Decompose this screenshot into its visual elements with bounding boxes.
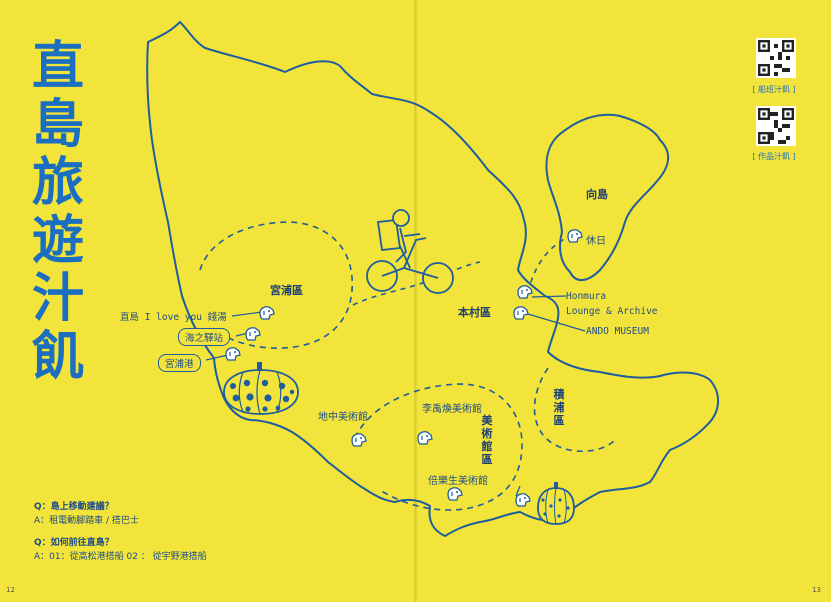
page-number-right: 13 <box>812 586 821 594</box>
miyanoura-area-label: 宮浦區 <box>270 284 303 297</box>
tsumiura-area-label: 積浦區 <box>553 388 565 427</box>
honmura-lounge-label-line1: Honmura <box>566 291 607 302</box>
spot-marker-dog-icon[interactable] <box>258 305 276 321</box>
qa-answer: A：租電動腳踏車 / 搭巴士 <box>34 516 139 526</box>
museum-zone-boundary <box>354 383 523 511</box>
miyanoura-port-label: 宮浦港 <box>158 354 201 372</box>
qa-answer: A：01：從高松港搭船 02 ： 從宇野港搭船 <box>34 552 207 562</box>
qa-block-access: Q：如何前往直島？ A：01：從高松港搭船 02 ： 從宇野港搭船 <box>34 536 207 564</box>
pumpkin-sculpture-benesse <box>537 482 575 525</box>
spot-marker-dog-icon[interactable] <box>350 432 368 448</box>
umi-no-eki-label: 海之驛站 <box>178 328 231 346</box>
lee-ufan-museum-label: 李禹煥美術館 <box>422 404 482 415</box>
honmura-lounge-label-line2: Lounge & Archive <box>566 306 658 317</box>
works-info-caption: [ 作品汁飢 ] <box>752 152 796 161</box>
tsumiura-zone-boundary <box>533 367 616 452</box>
museum-area-label: 美術館區 <box>481 414 493 466</box>
spot-marker-dog-icon[interactable] <box>446 486 464 502</box>
title-char: 直 <box>31 37 84 97</box>
mukaijima-area-label: 向島 <box>586 188 608 201</box>
spot-marker-dog-icon[interactable] <box>512 305 530 321</box>
spot-marker-dog-icon[interactable] <box>244 326 262 342</box>
works-info-qr-code[interactable] <box>756 106 796 146</box>
cyclist-illustration <box>366 209 454 294</box>
ship-schedule-qr-code[interactable] <box>756 38 796 78</box>
kyujitsu-label: 休日 <box>586 236 606 247</box>
spot-marker-dog-icon[interactable] <box>224 346 242 362</box>
miyanoura-zone-boundary <box>199 221 353 349</box>
title-char: 島 <box>31 95 84 155</box>
qa-question: Q：島上移動建議？ <box>34 502 114 512</box>
honmura-area-label: 本村區 <box>458 306 491 319</box>
ando-museum-label: ANDO MUSEUM <box>586 326 649 337</box>
title-char: 遊 <box>31 211 84 271</box>
page-number-left: 12 <box>6 586 15 594</box>
mukaijima-ferry-route <box>527 237 567 293</box>
page-title: 直 島 旅 遊 汁 飢 <box>26 38 90 386</box>
mukaijima-island-outline <box>545 113 669 281</box>
spot-marker-dog-icon[interactable] <box>516 284 534 300</box>
qa-block-transport: Q：島上移動建議？ A：租電動腳踏車 / 搭巴士 <box>34 500 139 528</box>
spot-marker-dog-icon[interactable] <box>416 430 434 446</box>
benesse-house-label: 倍樂生美術館 <box>428 476 488 487</box>
qa-question: Q：如何前往直島？ <box>34 538 114 548</box>
title-char: 飢 <box>31 327 84 387</box>
naoshima-island-outline <box>146 21 719 537</box>
pumpkin-sculpture-miyanoura <box>223 362 299 415</box>
title-char: 旅 <box>31 153 84 213</box>
i-love-you-bathhouse-label: 直島 I love you 錢湯 <box>120 312 227 323</box>
chichu-museum-label: 地中美術館 <box>318 412 368 423</box>
spot-marker-dog-icon[interactable] <box>514 492 532 508</box>
spot-marker-dog-icon[interactable] <box>566 228 584 244</box>
page-fold <box>414 0 417 602</box>
ship-schedule-caption: [ 船班汁飢 ] <box>752 85 796 94</box>
title-char: 汁 <box>31 269 84 329</box>
